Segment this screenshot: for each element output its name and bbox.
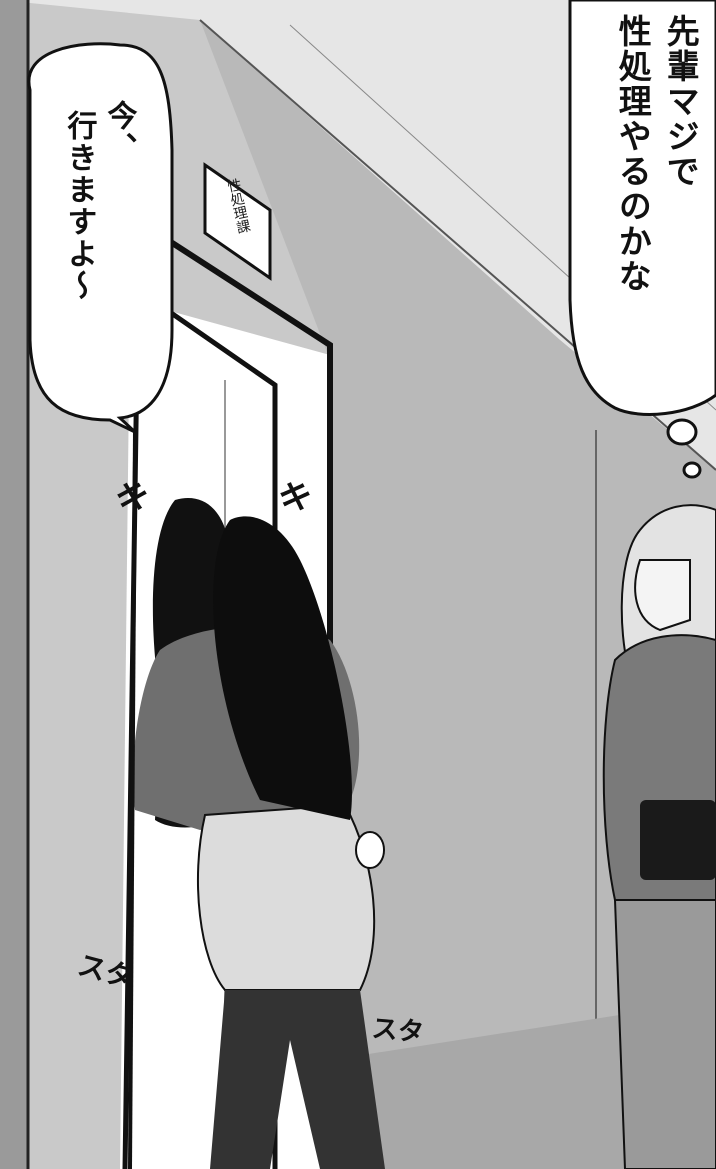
thought-dot-small [682, 461, 702, 479]
thought-dot-large [666, 418, 698, 446]
thought-bubble-right [568, 0, 716, 416]
door-sign-plate [203, 162, 272, 281]
woman1-skirt [197, 803, 376, 991]
left-wall-edge [0, 0, 28, 1169]
thought-right-line1: 先輩マジで [661, 14, 701, 189]
woman1-hand [355, 831, 385, 869]
woman1-legs [210, 990, 385, 1169]
woman2-skirt [613, 899, 716, 1169]
speech-left-line2: 行きますよ〜 [61, 110, 97, 302]
woman2-face [634, 559, 691, 632]
sfx-footstep-right: スタ [370, 1013, 426, 1049]
speech-left-line1: 今、 [101, 100, 137, 164]
speech-bubble-left [27, 42, 174, 434]
speech-tail-line [128, 431, 137, 1169]
woman2-bag [640, 800, 716, 880]
woman1-hair-back [213, 516, 352, 820]
thought-right-line2: 性処理やるのかな [613, 14, 653, 294]
corridor-wall [200, 20, 716, 1169]
ceiling [0, 0, 716, 470]
